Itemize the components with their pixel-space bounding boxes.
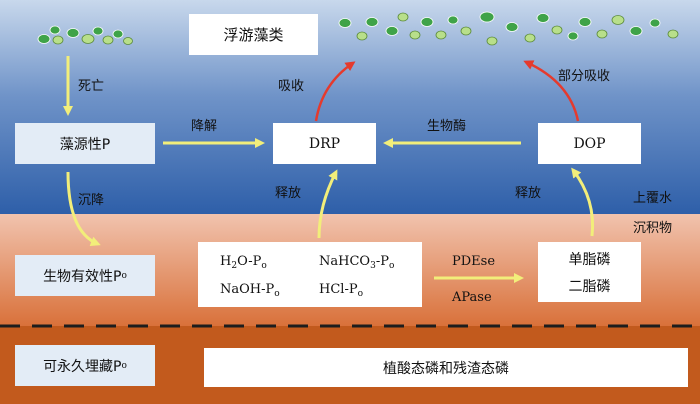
bioavailable-p-subscript: o <box>121 270 127 281</box>
algae-cell <box>447 15 459 25</box>
algae-cell <box>629 26 643 36</box>
algae-cell <box>92 26 104 36</box>
algae-cluster-right <box>338 11 679 46</box>
algae-cell <box>578 17 592 27</box>
partial-uptake-arrow <box>523 60 580 122</box>
uptake-label: 吸收 <box>278 79 305 94</box>
algae-cell <box>551 25 563 35</box>
flow-arrows <box>63 56 595 283</box>
inorganic-fractions-box: H2O-Po NaHCO3-Po NaOH-Po HCl-Po <box>198 242 422 307</box>
bioavailable-p-label: 生物有效性P <box>43 268 122 285</box>
algae-cell <box>596 29 608 39</box>
algae-cell <box>37 34 51 44</box>
algae-cell <box>567 31 579 41</box>
algae-cell <box>409 30 421 40</box>
water-column-layer <box>0 0 700 214</box>
algae-cell <box>524 33 536 43</box>
algae-cell <box>611 15 625 25</box>
monoester-label: 单脂磷 <box>568 251 611 268</box>
permanent-p-subscript: o <box>121 360 127 371</box>
fraction-nahco3-po: NaHCO3-Po <box>319 254 395 271</box>
sediment-layer-label: 沉积物 <box>633 221 673 236</box>
algae-cell <box>356 31 368 41</box>
algae-cell <box>81 34 95 44</box>
algae-cell <box>385 26 399 36</box>
drp-box: DRP <box>273 123 376 164</box>
algae-cell <box>667 29 679 39</box>
dop-box: DOP <box>538 123 641 164</box>
release-label-right: 释放 <box>515 186 542 201</box>
algae-cell <box>49 25 61 35</box>
algae-cell <box>338 18 352 28</box>
release-arrow-right <box>571 167 595 237</box>
algae-cell <box>112 29 124 39</box>
algae-cell <box>649 18 661 28</box>
fraction-naoh-po: NaOH-Po <box>220 282 280 299</box>
algae-cell <box>397 12 409 22</box>
fraction-h2o-po: H2O-Po <box>220 254 267 271</box>
algae-cell <box>536 13 550 23</box>
settling-arrow <box>66 171 101 247</box>
algae-cell <box>66 28 80 38</box>
uptake-arrows <box>314 60 580 122</box>
algal-p-box: 藻源性P <box>15 123 155 164</box>
algae-cluster-left <box>37 25 133 45</box>
partial-uptake-label: 部分吸收 <box>558 69 611 84</box>
degradation-label: 降解 <box>191 119 218 134</box>
algae-cell <box>123 37 133 45</box>
apase-label: APase <box>452 290 492 305</box>
death-label: 死亡 <box>78 79 105 94</box>
planktonic-algae-box: 浮游藻类 <box>189 14 318 55</box>
pdese-label: PDEse <box>452 254 496 269</box>
algae-cell <box>435 30 447 40</box>
uptake-arrow <box>314 61 356 122</box>
release-arrow-left <box>317 169 338 239</box>
algae-cell <box>486 36 498 46</box>
permanent-p-label: 可永久埋藏P <box>43 358 122 375</box>
algae-cell <box>102 35 114 45</box>
settling-label: 沉降 <box>78 193 105 208</box>
fraction-hcl-po: HCl-Po <box>319 282 364 299</box>
diester-label: 二脂磷 <box>568 278 611 295</box>
organic-p-box: 单脂磷 二脂磷 <box>538 242 641 302</box>
overlying-water-label: 上覆水 <box>633 191 673 206</box>
algae-cell <box>505 22 519 32</box>
algae-cell <box>420 17 434 27</box>
algae-cell <box>52 35 64 45</box>
bio-enzyme-label: 生物酶 <box>427 119 467 134</box>
algae-cell <box>365 17 379 27</box>
algae-cell <box>460 26 472 36</box>
phytate-residual-box: 植酸态磷和残渣态磷 <box>204 348 688 387</box>
release-label-left: 释放 <box>275 186 302 201</box>
algae-cell <box>479 11 495 23</box>
